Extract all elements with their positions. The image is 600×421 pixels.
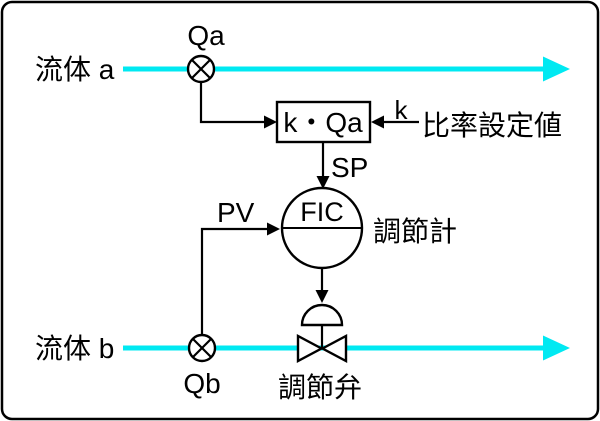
k-label: k — [395, 95, 409, 125]
qa-signal-line — [199, 82, 266, 124]
fic-output-arrow-icon — [315, 290, 329, 303]
qb-sensor-cross-2 — [192, 338, 212, 358]
fluid-a-label: 流体 a — [35, 54, 115, 85]
fic-label: FIC — [300, 197, 344, 227]
flow-arrow-a-icon — [543, 56, 570, 82]
valve-actuator-dome — [300, 303, 344, 327]
pv-line — [200, 227, 268, 335]
valve-body-left — [296, 334, 325, 363]
pv-arrow-icon — [267, 222, 280, 236]
qa-sensor-icon — [186, 54, 216, 84]
valve-body-right — [319, 334, 348, 363]
qa-signal-arrow-icon — [264, 115, 277, 129]
sp-label: SP — [331, 152, 368, 183]
sp-arrow-icon — [316, 176, 330, 189]
qb-sensor-icon — [187, 333, 217, 363]
controller-label: 調節計 — [373, 216, 457, 247]
valve-label: 調節弁 — [278, 372, 362, 403]
kqa-label: k・Qa — [283, 107, 363, 138]
ratio-setpoint-arrow-icon — [371, 115, 384, 129]
qa-label: Qa — [187, 20, 225, 51]
fluid-b-label: 流体 b — [35, 333, 114, 364]
qb-label: Qb — [183, 368, 220, 399]
ratio-setpoint-label: 比率設定値 — [422, 110, 562, 141]
qa-sensor-cross-2 — [191, 59, 211, 79]
flow-arrow-b-icon — [543, 335, 570, 361]
control-valve-icon — [296, 303, 348, 363]
pv-label: PV — [217, 197, 255, 228]
